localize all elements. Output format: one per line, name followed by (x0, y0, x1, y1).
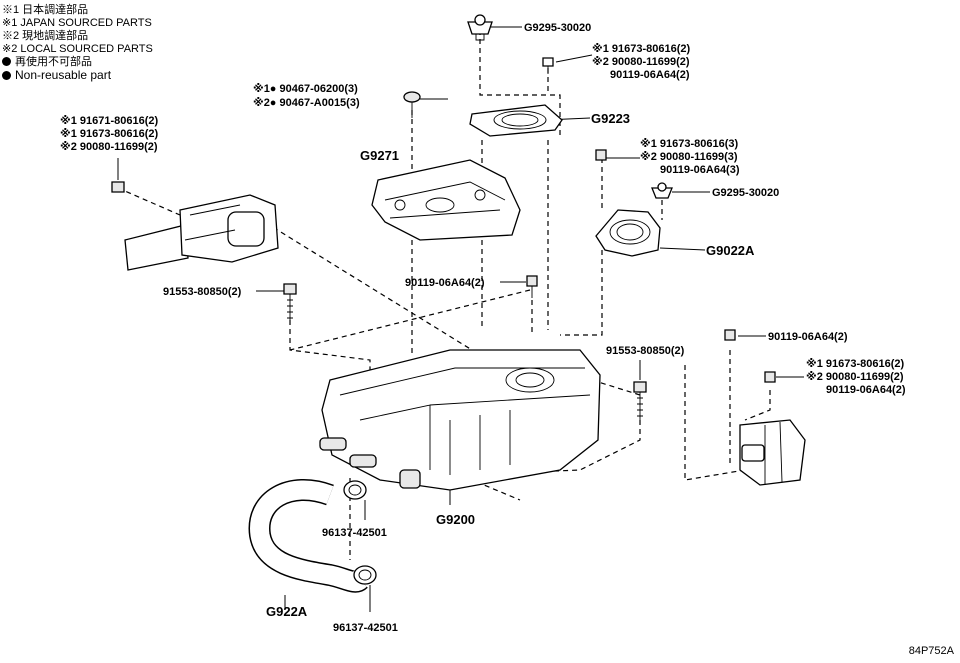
label-screw-2: ※2● 90467-A0015(3) (253, 97, 360, 109)
g9022a-plate[interactable] (595, 209, 661, 257)
g9200-housing[interactable] (319, 349, 601, 491)
legend: ※1 日本調達部品 ※1 JAPAN SOURCED PARTS ※2 現地調達… (2, 4, 153, 82)
label-clamp-top: 96137-42501 (322, 527, 387, 539)
label-top-bolt-1: ※1 91673-80616(2) (592, 43, 690, 55)
label-g9295-top: G9295-30020 (524, 22, 591, 34)
left-component[interactable] (124, 194, 279, 271)
label-left-bolt-3: ※2 90080-11699(2) (60, 141, 158, 153)
label-screw-1: ※1● 90467-06200(3) (253, 83, 358, 95)
clamp-bottom[interactable] (353, 565, 377, 585)
left-bolt[interactable] (111, 181, 125, 193)
g922a-hose[interactable] (248, 479, 368, 593)
label-center-bolt: 90119-06A64(2) (405, 277, 485, 289)
legend-nonreusable-en-text: Non-reusable part (15, 68, 112, 82)
label-top-bolt-3: 90119-06A64(2) (610, 69, 690, 81)
label-g9200: G9200 (436, 512, 475, 527)
legend-japan-en: ※1 JAPAN SOURCED PARTS (2, 17, 152, 29)
label-g9295-mid: G9295-30020 (712, 187, 779, 199)
g9295-clip-top[interactable] (467, 14, 493, 41)
right-component[interactable] (739, 419, 806, 486)
label-g9022a: G9022A (706, 243, 755, 258)
label-g9223: G9223 (591, 111, 630, 126)
label-right-stud: 91553-80850(2) (606, 345, 685, 357)
g9223-cover[interactable] (469, 104, 563, 137)
label-clamp-bottom: 96137-42501 (333, 622, 398, 634)
g9271-cover[interactable] (371, 159, 521, 241)
bullet-icon (2, 57, 11, 66)
label-right-bolt-1: ※1 91673-80616(2) (806, 358, 904, 370)
legend-nonreusable-en: Non-reusable part (2, 69, 153, 82)
label-right-bolt-2: ※2 90080-11699(2) (806, 371, 904, 383)
bullet-icon (2, 71, 11, 80)
legend-nonreusable-jp: 再使用不可部品 (2, 56, 153, 69)
label-left-stud: 91553-80850(2) (163, 286, 242, 298)
screw-90467[interactable] (403, 91, 421, 118)
clamp-top[interactable] (343, 480, 367, 500)
label-right-bolt-3: 90119-06A64(2) (826, 384, 906, 396)
legend-nonreusable-jp-text: 再使用不可部品 (15, 56, 92, 68)
label-left-bolt-2: ※1 91673-80616(2) (60, 128, 158, 140)
part-labels: G9295-30020 ※1 91673-80616(2) ※2 90080-1… (60, 22, 906, 634)
bolt-top[interactable] (542, 57, 554, 74)
legend-local-en: ※2 LOCAL SOURCED PARTS (2, 43, 153, 55)
label-mid-bolt-2: ※2 90080-11699(3) (640, 151, 738, 163)
label-g922a: G922A (266, 604, 308, 619)
label-top-bolt-2: ※2 90080-11699(2) (592, 56, 690, 68)
g9295-clip-mid[interactable] (651, 182, 673, 199)
right-bolt[interactable] (764, 371, 776, 383)
legend-japan-jp: ※1 日本調達部品 (2, 4, 89, 16)
legend-local-jp: ※2 現地調達部品 (2, 30, 89, 42)
label-mid-bolt-1: ※1 91673-80616(3) (640, 138, 738, 150)
stud-left[interactable] (283, 283, 297, 325)
bolt-center[interactable] (526, 275, 538, 298)
label-left-bolt-1: ※1 91671-80616(2) (60, 115, 158, 127)
right-bolt-top[interactable] (724, 329, 736, 341)
label-mid-bolt-3: 90119-06A64(3) (660, 164, 740, 176)
label-right-bolt-top: 90119-06A64(2) (768, 331, 848, 343)
stud-right[interactable] (633, 381, 647, 425)
bolt-mid[interactable] (595, 149, 607, 161)
reference-code: 84P752A (908, 645, 954, 657)
label-g9271: G9271 (360, 148, 399, 163)
